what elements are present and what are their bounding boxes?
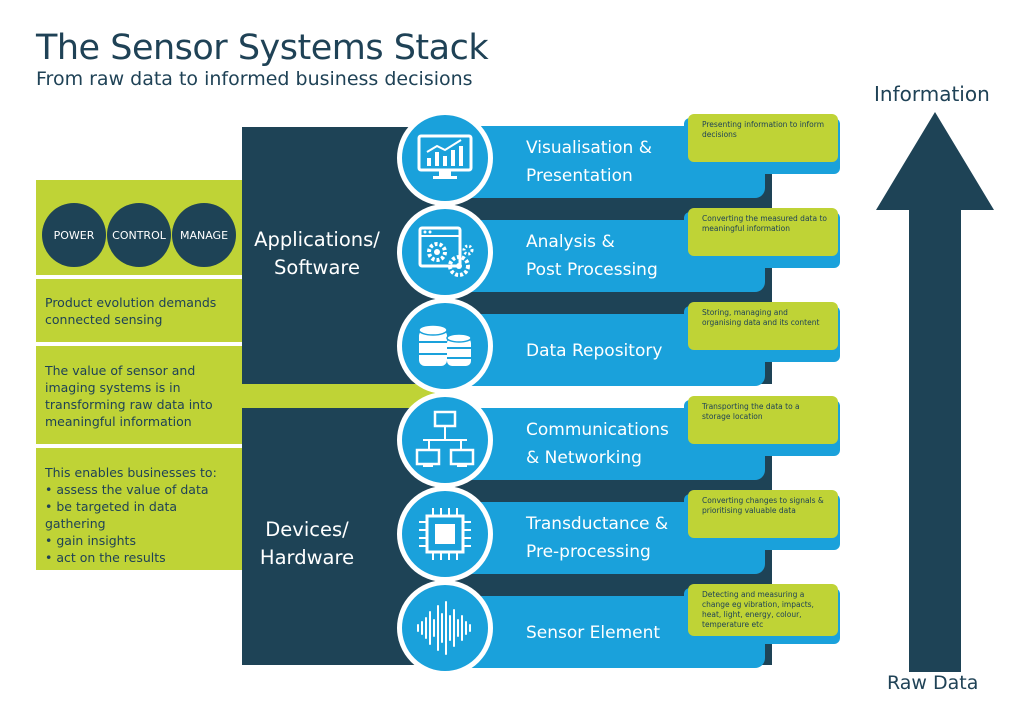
benefit-list: assess the value of data be targeted in … [45, 481, 240, 566]
up-arrow-icon [876, 112, 994, 672]
note-sensor: Detecting and measuring a change eg vibr… [688, 584, 838, 636]
layer-label-repository: Data Repository [526, 341, 663, 361]
page-subtitle: From raw data to informed business decis… [36, 68, 473, 90]
note-repository: Storing, managing and organising data an… [688, 302, 838, 350]
layer-label-visualisation: Visualisation & Presentation [526, 138, 652, 186]
layer-label-sensor: Sensor Element [526, 623, 661, 643]
devices-hardware-label: Devices/ Hardware [259, 518, 355, 569]
side-text-value: The value of sensor and imaging systems … [45, 363, 213, 429]
database-icon [418, 324, 472, 366]
benefit-item: be targeted in data gathering [45, 498, 240, 532]
gears-window-icon [418, 226, 474, 277]
analysis-circle [397, 204, 493, 300]
side-text-evolution: Product evolution demands connected sens… [45, 295, 217, 327]
network-icon [415, 410, 475, 467]
transductance-circle [397, 486, 493, 582]
power-pill: POWER [42, 203, 106, 267]
side-divider [36, 275, 242, 279]
layer-label-analysis: Analysis & Post Processing [526, 232, 658, 280]
applications-software-label: Applications/ Software [254, 228, 380, 279]
waveform-icon [417, 601, 471, 655]
note-analysis: Converting the measured data to meaningf… [688, 208, 838, 256]
side-text-businesses: This enables businesses to: assess the v… [45, 464, 240, 566]
control-pill: CONTROL [107, 203, 171, 267]
layer-label-communications: Communications & Networking [526, 420, 669, 468]
sensor-circle [397, 580, 493, 676]
manage-pill: MANAGE [172, 203, 236, 267]
visualisation-circle [397, 110, 493, 206]
repository-circle [397, 298, 493, 394]
chip-icon [419, 508, 471, 560]
connector-strip [242, 384, 442, 408]
information-label: Information [874, 82, 990, 106]
benefit-item: assess the value of data [45, 481, 240, 498]
side-divider [36, 444, 242, 448]
side-divider [36, 342, 242, 346]
note-transductance: Converting changes to signals & prioriti… [688, 490, 838, 538]
note-visualisation: Presenting information to inform decisio… [688, 114, 838, 162]
benefit-item: gain insights [45, 532, 240, 549]
communications-circle [397, 392, 493, 488]
monitor-chart-icon [417, 134, 473, 179]
layer-label-transductance: Transductance & Pre-processing [526, 514, 669, 562]
page-title: The Sensor Systems Stack [36, 28, 489, 68]
raw-data-label: Raw Data [887, 672, 979, 694]
benefit-item: act on the results [45, 549, 240, 566]
note-communications: Transporting the data to a storage locat… [688, 396, 838, 444]
side-text-intro: This enables businesses to: [45, 465, 217, 480]
